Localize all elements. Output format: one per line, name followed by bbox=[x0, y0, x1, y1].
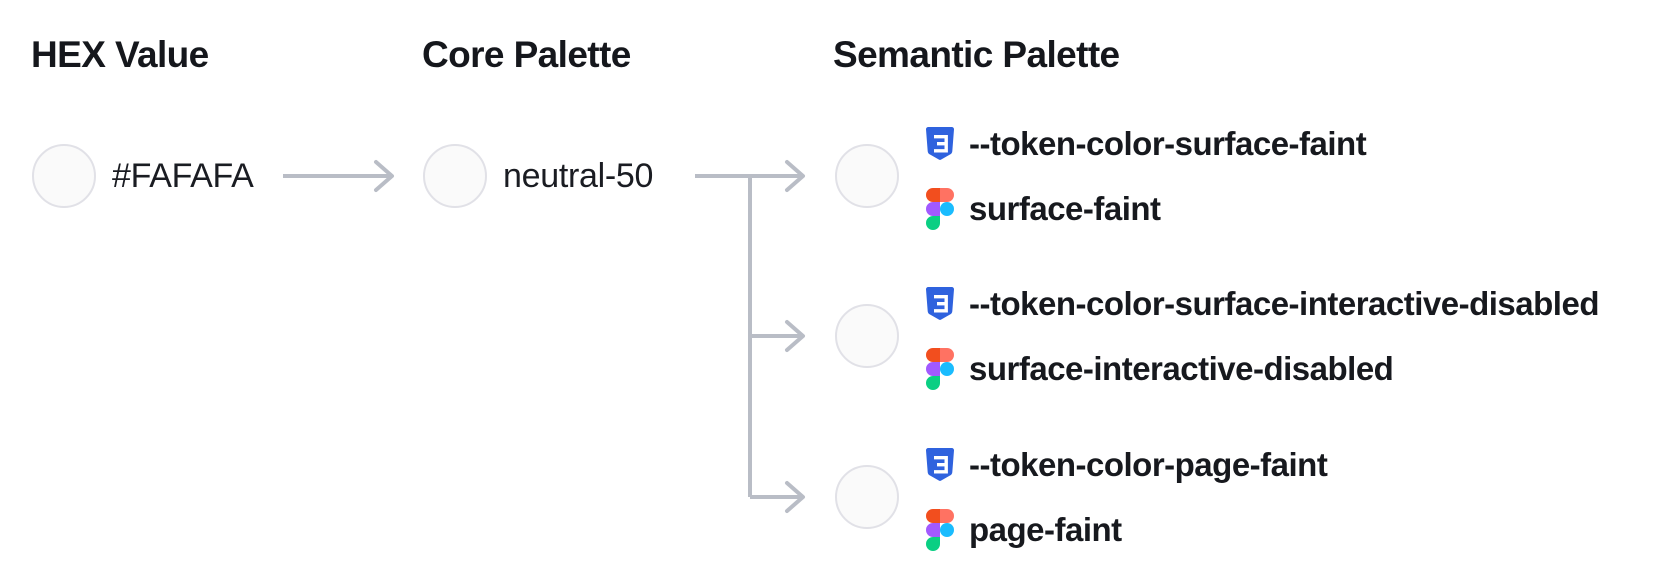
css-token-line: --token-color-page-faint bbox=[925, 432, 1328, 497]
core-palette-header: Core Palette bbox=[422, 34, 631, 75]
hex-node: #FAFAFA bbox=[32, 144, 254, 208]
hex-color-swatch bbox=[32, 144, 96, 208]
css-token-name: --token-color-page-faint bbox=[969, 445, 1328, 483]
figma-logo-icon bbox=[925, 508, 955, 551]
figma-logo-icon bbox=[925, 187, 955, 230]
css3-shield-icon bbox=[925, 448, 955, 481]
css3-shield-icon bbox=[925, 287, 955, 320]
core-color-swatch bbox=[423, 144, 487, 208]
figma-logo-icon bbox=[925, 347, 955, 390]
figma-token-line: page-faint bbox=[925, 497, 1327, 562]
css-token-line: --token-color-surface-faint bbox=[925, 111, 1367, 176]
css3-shield-icon bbox=[925, 127, 955, 160]
branch-connector-icon bbox=[695, 160, 805, 513]
figma-token-line: surface-faint bbox=[925, 176, 1366, 241]
figma-token-name: surface-faint bbox=[969, 189, 1161, 227]
core-node-label: neutral-50 bbox=[503, 156, 654, 195]
core-node: neutral-50 bbox=[423, 144, 653, 208]
semantic-color-swatch bbox=[835, 304, 899, 368]
semantic-node: --token-color-surface-interactive-disabl… bbox=[835, 271, 1599, 401]
figma-token-name: surface-interactive-disabled bbox=[969, 349, 1394, 387]
semantic-node: --token-color-surface-faint surface-fain… bbox=[835, 111, 1367, 241]
semantic-color-swatch bbox=[835, 144, 899, 208]
arrow-hex-to-core-icon bbox=[283, 160, 394, 192]
css-token-name: --token-color-surface-faint bbox=[969, 124, 1367, 162]
semantic-node: --token-color-page-faint page-faint bbox=[835, 432, 1328, 562]
figma-token-line: surface-interactive-disabled bbox=[925, 336, 1599, 401]
css-token-name: --token-color-surface-interactive-disabl… bbox=[969, 284, 1599, 322]
css-token-line: --token-color-surface-interactive-disabl… bbox=[925, 271, 1599, 336]
semantic-color-swatch bbox=[835, 465, 899, 529]
semantic-palette-header: Semantic Palette bbox=[833, 34, 1120, 75]
hex-value-header: HEX Value bbox=[31, 34, 209, 75]
hex-node-label: #FAFAFA bbox=[112, 156, 254, 195]
figma-token-name: page-faint bbox=[969, 510, 1122, 548]
